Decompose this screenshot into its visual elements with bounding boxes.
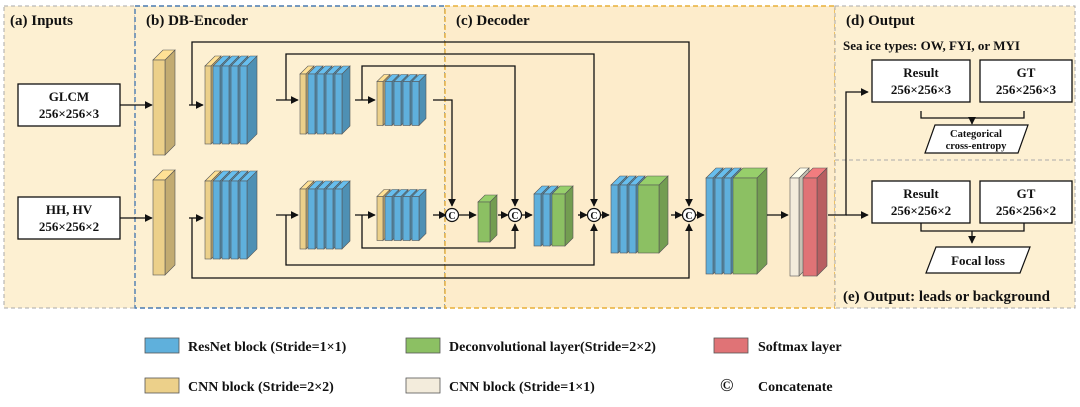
- concat-4-label: C: [685, 211, 692, 222]
- legend-resnet: ResNet block (Stride=1×1): [188, 340, 347, 355]
- connection-lines: [120, 41, 1025, 279]
- final-softmax: [802, 167, 828, 277]
- skip-top-level0: [191, 41, 693, 207]
- inputs-title: (a) Inputs: [10, 13, 73, 29]
- output-d-subtitle: Sea ice types: OW, FYI, or MYI: [843, 38, 1020, 53]
- concat-2: C: [507, 207, 523, 223]
- output-e-result-name: Result: [903, 186, 939, 201]
- legend-concat: Concatenate: [758, 380, 833, 395]
- output-d-result-size: 256×256×3: [891, 82, 952, 97]
- skip-top-level1: [285, 53, 598, 207]
- output-e-gt-box: [979, 180, 1073, 224]
- output-e-loss: Focal loss: [951, 253, 1005, 268]
- bottom-initial-cnn-block: [152, 169, 176, 276]
- legend-cnn2: CNN block (Stride=2×2): [188, 380, 334, 395]
- output-d-boxes: Sea ice types: OW, FYI, or MYI Result 25…: [843, 38, 1073, 154]
- output-d-gt-name: GT: [1017, 65, 1036, 80]
- concat-1: C: [444, 207, 460, 223]
- legend-swatch-softmax: [713, 337, 749, 354]
- skip-bot-level1: [285, 215, 598, 266]
- output-e-gt-size: 256×256×2: [996, 203, 1056, 218]
- arrow-to-output-d: [828, 88, 869, 216]
- output-d-gt-box: [979, 59, 1073, 103]
- concat-4: C: [681, 207, 697, 223]
- output-d-loss-box: [924, 124, 1029, 154]
- output-d-loss-line2: cross-entropy: [946, 141, 1008, 152]
- top-enc-level2-resnet-4: [411, 73, 427, 127]
- legend-swatch-deconv: [405, 337, 441, 354]
- top-enc-level1-resnet-4: [334, 65, 351, 135]
- concat-2-label: C: [511, 211, 518, 222]
- legend-deconv: Deconvolutional layer(Stride=2×2): [449, 340, 656, 355]
- skip-top-level2: [361, 65, 519, 207]
- network-layers: [152, 49, 828, 277]
- hhhv-size: 256×256×2: [39, 219, 99, 234]
- decoder-4-deconv: [732, 167, 768, 275]
- concat-1-label: C: [448, 211, 455, 222]
- decoder-3-deconv: [637, 175, 669, 254]
- glcm-size: 256×256×3: [39, 106, 100, 121]
- bot-enc-level2-resnet-4: [411, 188, 427, 242]
- output-e-title: (e) Output: leads or background: [843, 289, 1051, 305]
- decoder-title: (c) Decoder: [456, 13, 530, 29]
- encoder-title: (b) DB-Encoder: [146, 13, 248, 29]
- concat-3: C: [586, 207, 602, 223]
- hhhv-name: HH, HV: [46, 202, 93, 217]
- output-d-loss-line1: Categorical: [950, 129, 1002, 140]
- top-enc-level0-resnet-4: [239, 55, 258, 145]
- legend-swatch-cnn2: [144, 377, 180, 394]
- output-e-result-size: 256×256×2: [891, 203, 951, 218]
- glcm-name: GLCM: [49, 89, 89, 104]
- concat-3-label: C: [590, 211, 597, 222]
- output-d-title: (d) Output: [846, 13, 915, 29]
- bot-enc-level0-resnet-4: [239, 170, 258, 260]
- glcm-input-box: GLCM 256×256×3: [17, 83, 121, 127]
- encoder-panel: [134, 5, 446, 309]
- output-e-loss-box: [925, 246, 1031, 274]
- output-e-result-box: [871, 180, 971, 224]
- top-initial-cnn-block: [152, 49, 176, 156]
- decoder-panel: [444, 5, 836, 309]
- legend-swatch-resnet: [144, 337, 180, 354]
- decoder-deconv-1: [477, 194, 498, 243]
- output-e-boxes: Result 256×256×2 GT 256×256×2 Focal loss: [871, 180, 1073, 274]
- output-d-result-name: Result: [903, 65, 939, 80]
- inputs-panel: [3, 5, 136, 309]
- skip-top-bottleneck: [433, 99, 456, 207]
- skip-bot-level2: [361, 215, 519, 249]
- skip-bot-level0: [191, 218, 693, 279]
- legend: ResNet block (Stride=1×1) Deconvolutiona…: [144, 337, 842, 395]
- output-d-result-box: [871, 59, 971, 103]
- hhhv-input-box: HH, HV 256×256×2: [17, 196, 121, 240]
- legend-cnn1: CNN block (Stride=1×1): [449, 380, 595, 395]
- bot-enc-level1-resnet-4: [334, 180, 351, 250]
- decoder-2-deconv: [551, 185, 574, 247]
- legend-softmax: Softmax layer: [758, 340, 842, 355]
- output-e-gt-name: GT: [1017, 186, 1036, 201]
- output-d-gt-size: 256×256×3: [996, 82, 1057, 97]
- legend-swatch-cnn1: [405, 377, 441, 394]
- legend-concat-symbol: ©: [720, 375, 733, 395]
